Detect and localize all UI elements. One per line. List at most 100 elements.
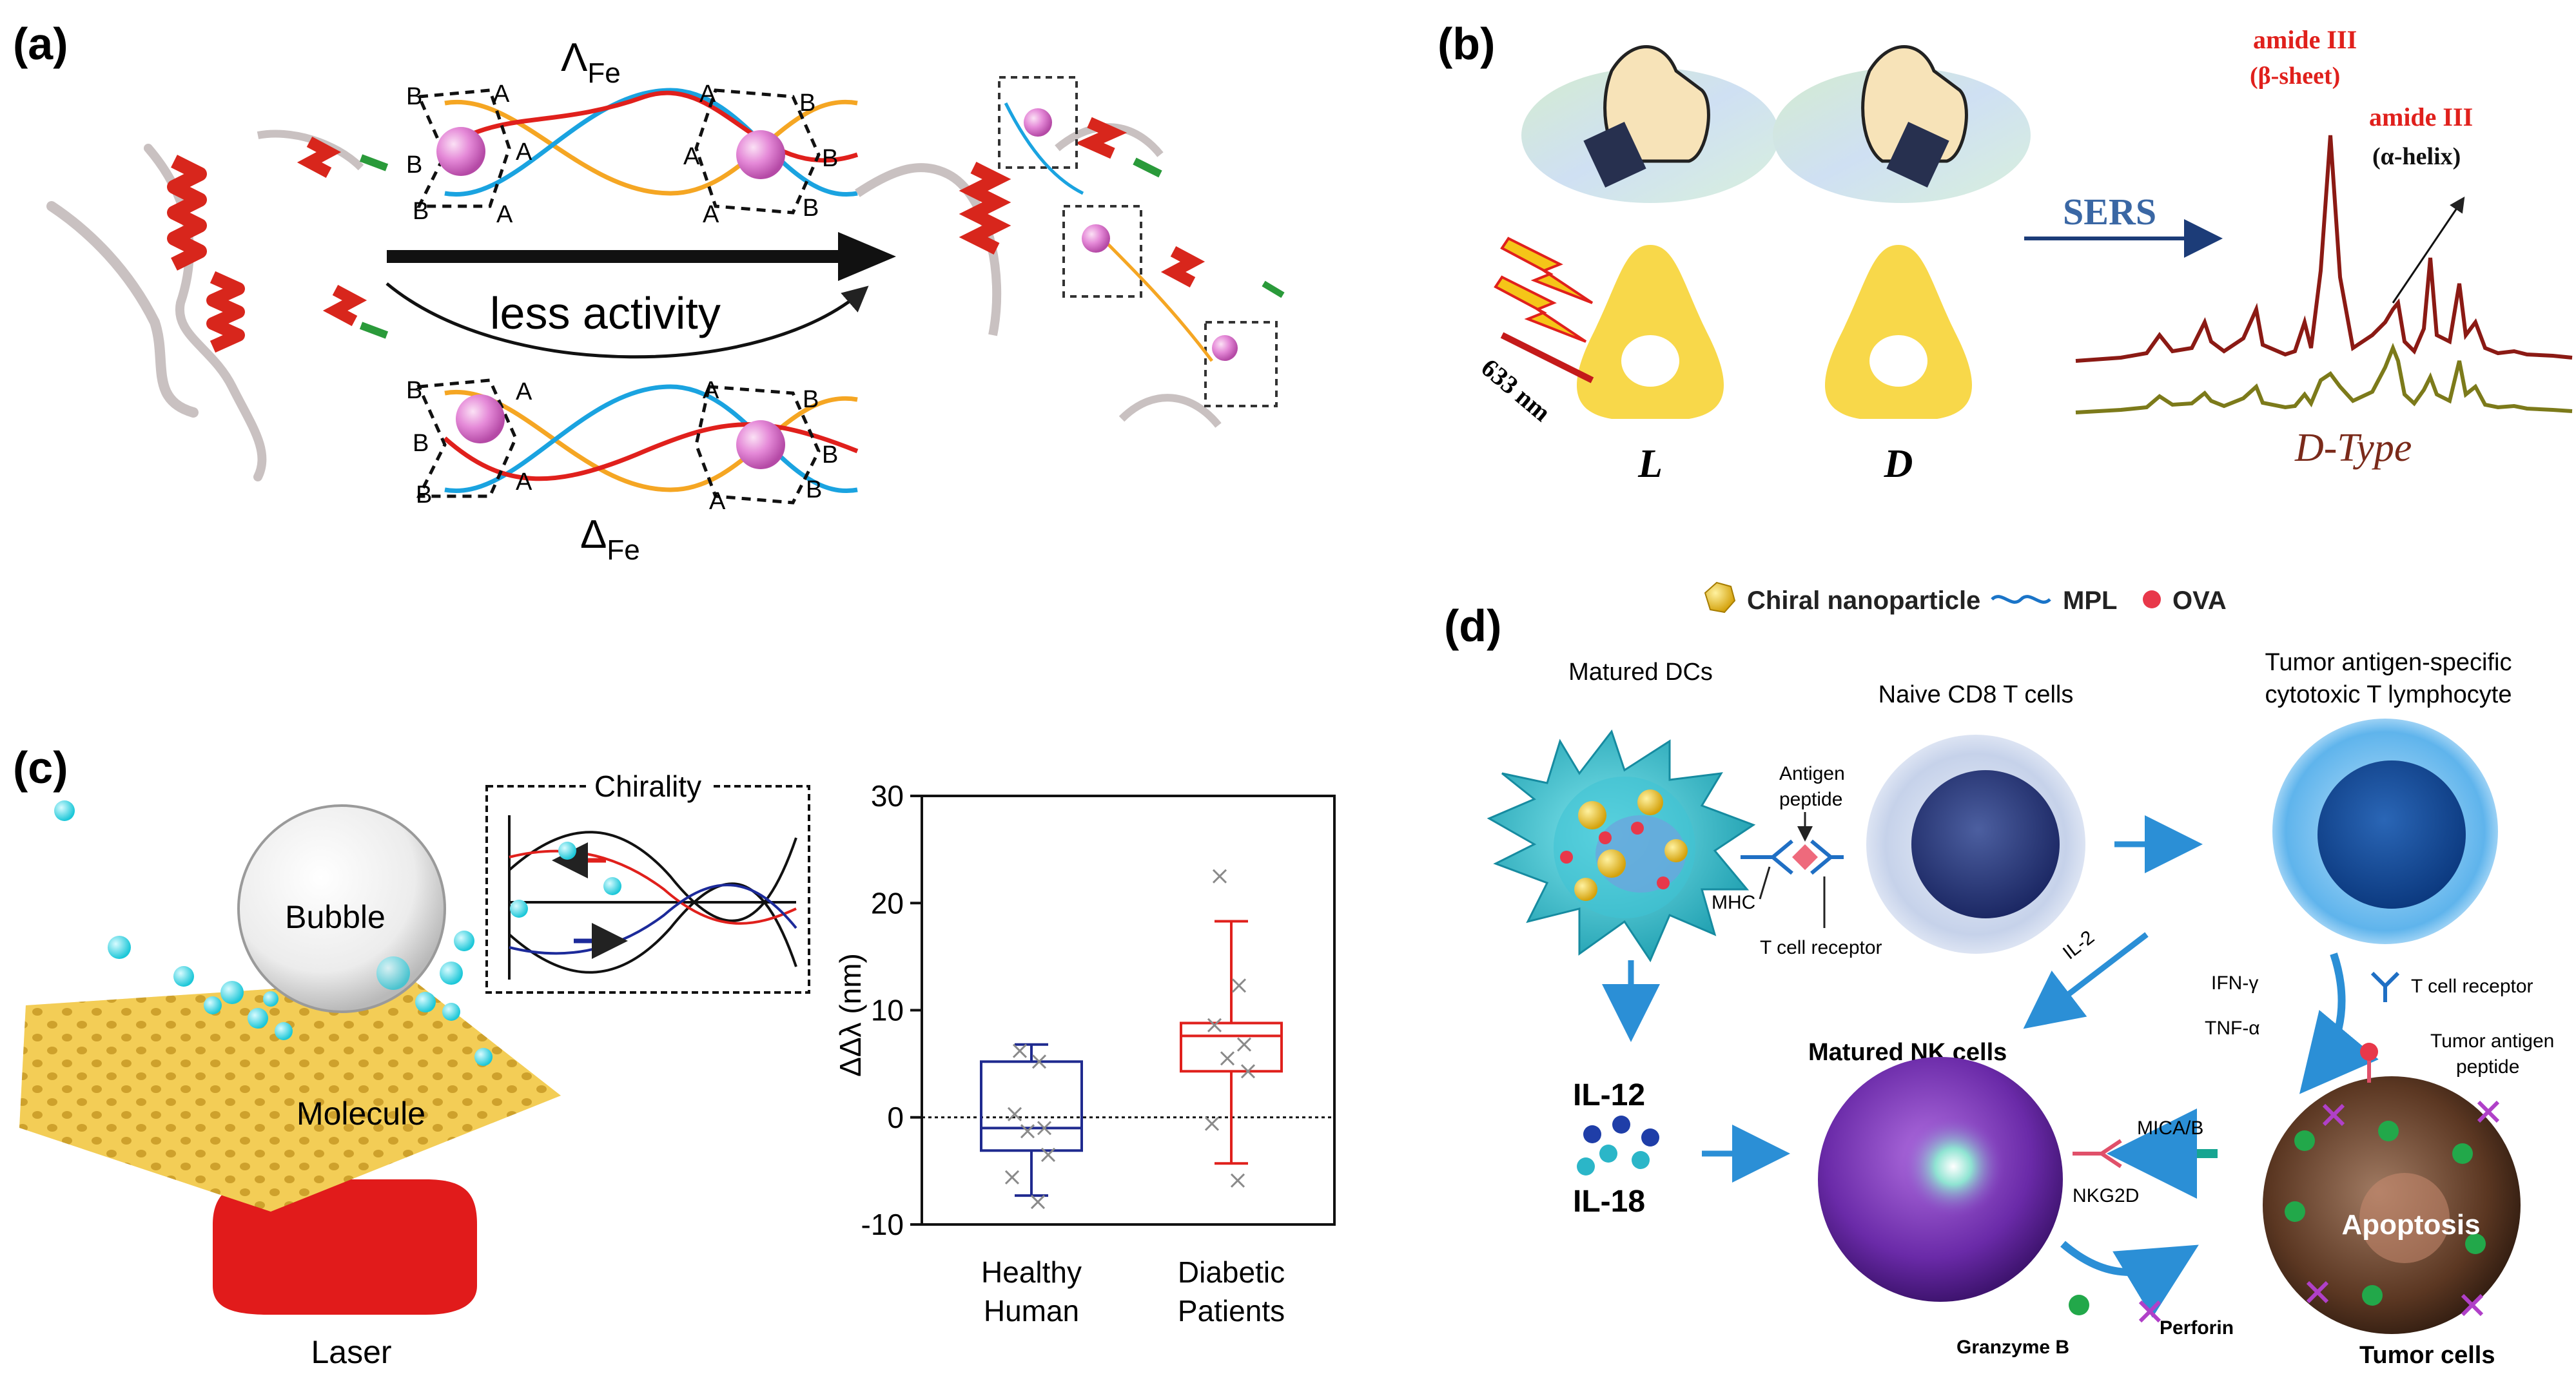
category-label-line1: Healthy — [981, 1255, 1082, 1289]
mpl-icon — [1991, 595, 2051, 604]
label-d: D — [1884, 442, 1913, 486]
vertex-a: A — [516, 139, 532, 166]
ctl-title-line1: Tumor antigen-specific — [2265, 649, 2512, 676]
data-point — [1020, 1124, 1035, 1139]
mica-label: MICA/B — [2137, 1118, 2203, 1139]
panel-d: (d) Chiral nanoparticle MPL OVA Matured … — [1444, 581, 2554, 1369]
wave-black-lower — [508, 882, 797, 974]
cytotoxic-arrow — [2060, 1241, 2199, 1318]
nkg2d-label: NKG2D — [2073, 1185, 2139, 1206]
legend-chiral-np: Chiral nanoparticle — [1747, 586, 1980, 615]
tumor-cells-label: Tumor cells — [2359, 1342, 2495, 1369]
plot-frame — [921, 795, 1336, 1226]
legend: Chiral nanoparticle MPL OVA — [1704, 581, 2227, 615]
molecule-dots — [108, 931, 493, 1066]
data-point — [1012, 1043, 1028, 1058]
data-point — [1240, 1064, 1256, 1079]
tumor-antigen-head — [2360, 1043, 2378, 1061]
less-activity-text: less activity — [490, 288, 721, 338]
laser-source — [213, 1179, 477, 1315]
data-point — [1004, 1170, 1020, 1185]
panel-c: (c) Bubble Molecule Laser — [13, 742, 1336, 1370]
inset-molecule — [603, 877, 621, 895]
fe-ion-sphere — [736, 420, 785, 469]
helicate-lambda: B A B A B A A B A B A B — [406, 81, 859, 228]
naive-cd8-nucleus — [1911, 770, 2060, 918]
il2-label: IL-2 — [2059, 927, 2098, 964]
y-tick-label: 30 — [871, 779, 904, 813]
y-tick-label: 20 — [871, 886, 904, 920]
fe-ion-sphere — [1024, 108, 1052, 137]
data-point — [1204, 1116, 1220, 1131]
data-point — [1007, 1107, 1022, 1121]
ctl-nucleus — [2317, 760, 2466, 909]
vertex-b: B — [822, 441, 838, 469]
lambda-fe-label: ΛFe — [561, 35, 621, 89]
legend-ova: OVA — [2172, 586, 2227, 615]
y-tick-label: 10 — [871, 994, 904, 1027]
nanostructure-l — [1577, 245, 1724, 419]
nanostructure-l-hole — [1621, 335, 1679, 387]
matured-dcs-title: Matured DCs — [1568, 659, 1713, 686]
granzyme-label: Granzyme B — [1956, 1337, 2069, 1358]
il18-label: IL-18 — [1573, 1185, 1645, 1219]
data-point — [1031, 1054, 1047, 1069]
helicate-delta: B A B B A A B B A B — [406, 377, 859, 515]
panel-c-label: (c) — [13, 742, 68, 793]
amide-alpha-label: amide III — [2369, 102, 2473, 131]
reaction-arrowhead — [838, 232, 896, 281]
data-point — [1212, 869, 1227, 884]
nk-cell-core — [1902, 1115, 2005, 1218]
category-label-line2: Patients — [1178, 1294, 1285, 1328]
y-tick-label: -10 — [861, 1208, 904, 1241]
category-label-line2: Human — [984, 1294, 1079, 1328]
il2-arrow — [2023, 932, 2149, 1029]
ifn-label: IFN-γ — [2211, 972, 2258, 994]
laser-label: Laser — [311, 1334, 391, 1370]
laser-bolt-icon — [1500, 237, 1594, 304]
perforin-icon — [2138, 1300, 2161, 1323]
data-point — [1037, 1121, 1052, 1136]
tumor-antigen-label-1: Tumor antigen — [2430, 1030, 2554, 1052]
thumbs-up-hand-right — [1861, 45, 1968, 188]
perforin-label: Perforin — [2160, 1317, 2234, 1339]
laser-beam — [1500, 332, 1594, 383]
box-iqr — [980, 1060, 1083, 1152]
cytokine-arrow — [2299, 953, 2379, 1094]
naive-cd8-title: Naive CD8 T cells — [1878, 681, 2074, 708]
panel-a: (a) ΛFe B A B A B — [13, 19, 1285, 566]
y-axis-title: ΔΔλ (nm) — [834, 953, 867, 1077]
vertex-a: A — [683, 143, 700, 170]
inset-molecule — [510, 900, 528, 918]
vertex-b: B — [406, 83, 422, 110]
data-point — [1207, 1018, 1222, 1032]
chirality-title-bg — [587, 772, 712, 800]
box-iqr — [1180, 1021, 1283, 1073]
antigen-peptide-diamond — [1792, 844, 1818, 870]
dendritic-cell — [1487, 729, 1756, 963]
mhc-receptor — [1741, 839, 1793, 875]
data-point — [1040, 1147, 1056, 1163]
spectrum-top — [2075, 135, 2573, 363]
antigen-label-2: peptide — [1779, 789, 1842, 810]
less-activity-arrow — [385, 282, 869, 359]
vertex-b: B — [806, 476, 822, 503]
data-point — [1220, 1051, 1235, 1066]
il12-label: IL-12 — [1573, 1078, 1645, 1112]
protein-left — [46, 130, 389, 481]
wavelength-label: 633 nm — [1476, 353, 1556, 427]
vertex-b: B — [406, 377, 422, 404]
y-tick-label: 0 — [887, 1101, 904, 1134]
nkg2d-receptor — [2073, 1139, 2122, 1168]
vertex-a: A — [516, 469, 532, 496]
wave-black-upper — [508, 831, 797, 922]
vertex-b: B — [413, 430, 429, 457]
label-l: L — [1637, 442, 1663, 486]
vertex-a: A — [496, 201, 513, 228]
d-type-label: D-Type — [2294, 426, 2412, 470]
vertex-b: B — [416, 481, 432, 508]
nanostructure-d-hole — [1869, 335, 1927, 387]
data-point — [1231, 978, 1247, 993]
apoptosis-label: Apoptosis — [2341, 1209, 2480, 1241]
cytokine-dots — [1577, 1116, 1659, 1176]
